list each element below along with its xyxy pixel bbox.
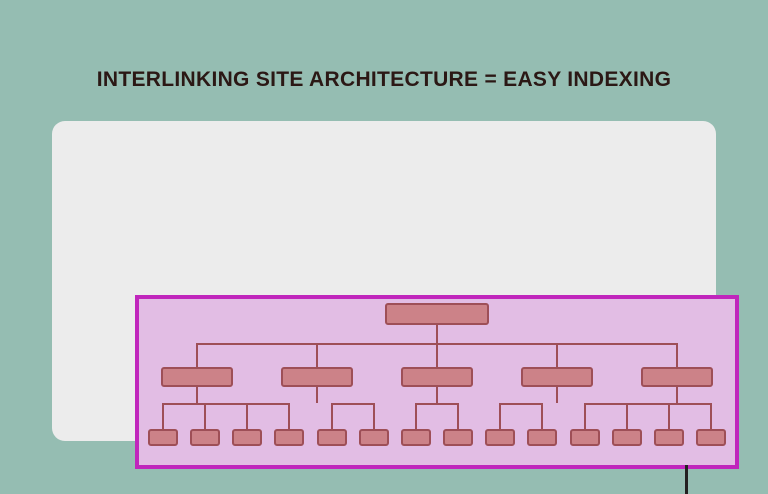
tree-node-root [385,303,489,325]
tree-node-page-9 [527,429,557,446]
tree-node-page-12 [654,429,684,446]
spider-icon [649,487,723,494]
tree-node-category-0 [161,367,233,387]
tree-node-page-7 [443,429,473,446]
tree-node-page-2 [232,429,262,446]
connector-bus-group-0 [163,403,289,405]
crawler-spider [649,465,723,494]
tree-node-page-3 [274,429,304,446]
connector-mid-drop-2 [436,343,438,367]
spider-thread-icon [685,465,688,494]
connector-leaf-drop-4-1 [626,403,628,429]
tree-node-category-1 [281,367,353,387]
connector-leaf-drop-0-1 [204,403,206,429]
tree-node-page-0 [148,429,178,446]
connector-mid-drop-3 [556,343,558,367]
tree-node-page-11 [612,429,642,446]
connector-mid-drop-0 [196,343,198,367]
tree-node-page-13 [696,429,726,446]
connector-mid-stem-3 [556,387,558,403]
tree-node-category-3 [521,367,593,387]
connector-leaf-drop-0-3 [288,403,290,429]
site-architecture-tree [139,299,735,465]
connector-leaf-drop-3-1 [541,403,543,429]
connector-leaf-drop-0-0 [162,403,164,429]
connector-bus-group-4 [585,403,711,405]
connector-bus-group-1 [332,403,374,405]
connector-leaf-drop-2-1 [457,403,459,429]
tree-node-page-5 [359,429,389,446]
tree-node-page-4 [317,429,347,446]
connector-mid-drop-4 [676,343,678,367]
content-card [52,121,739,494]
connector-mid-stem-2 [436,387,438,403]
connector-mid-stem-0 [196,387,198,403]
connector-mid-drop-1 [316,343,318,367]
tree-node-category-2 [401,367,473,387]
tree-node-page-6 [401,429,431,446]
tree-node-category-4 [641,367,713,387]
connector-bus-group-2 [416,403,458,405]
connector-leaf-drop-0-2 [246,403,248,429]
connector-leaf-drop-4-2 [668,403,670,429]
connector-leaf-drop-1-1 [373,403,375,429]
tree-node-page-8 [485,429,515,446]
connector-leaf-drop-4-3 [710,403,712,429]
page-title: INTERLINKING SITE ARCHITECTURE = EASY IN… [96,68,672,91]
connector-leaf-drop-2-0 [415,403,417,429]
connector-leaf-drop-4-0 [584,403,586,429]
connector-mid-stem-4 [676,387,678,403]
tree-node-page-10 [570,429,600,446]
tree-node-page-1 [190,429,220,446]
connector-leaf-drop-3-0 [499,403,501,429]
connector-bus-group-3 [500,403,542,405]
connector-leaf-drop-1-0 [331,403,333,429]
connector-mid-stem-1 [316,387,318,403]
diagram-panel [135,295,739,469]
